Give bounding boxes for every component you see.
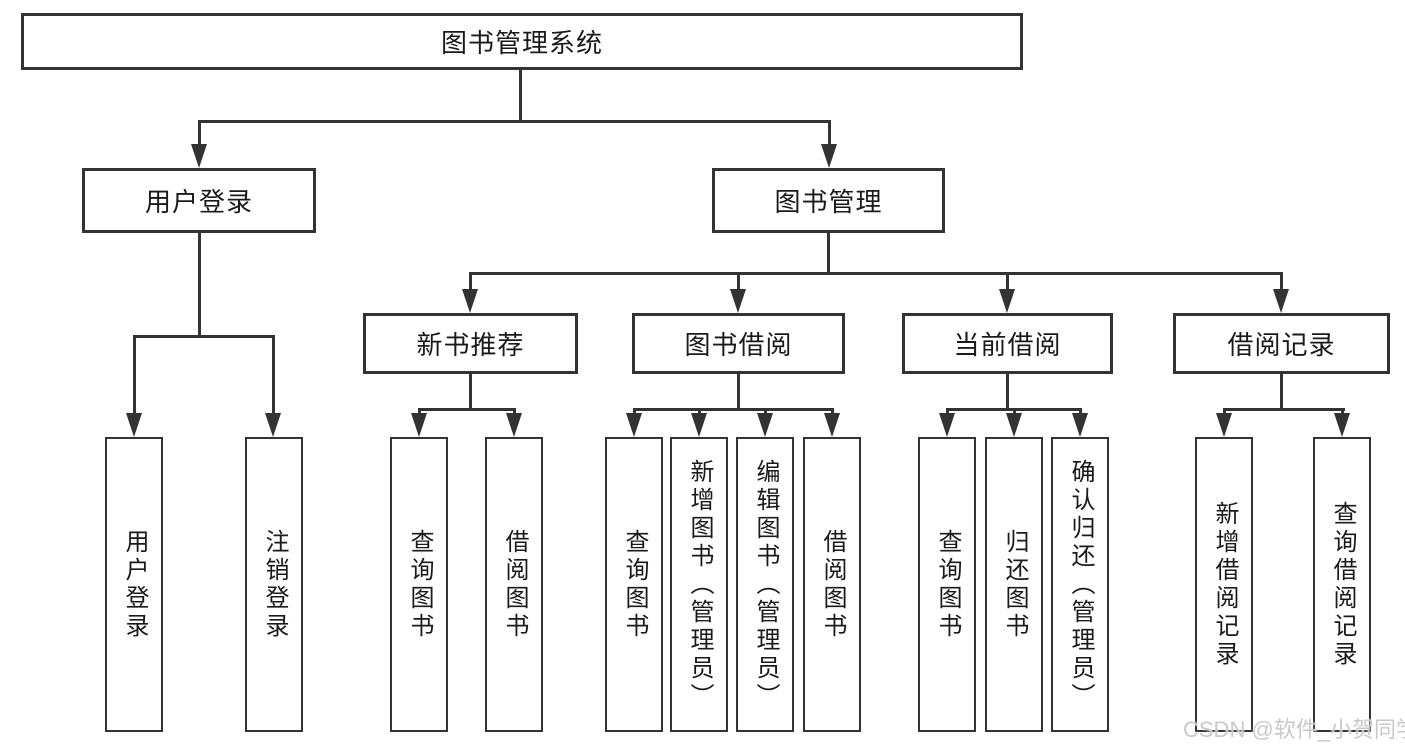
connector-line <box>1078 408 1082 415</box>
arrowhead-down-icon <box>730 289 746 313</box>
connector-line <box>417 408 421 415</box>
connector-line <box>132 335 275 338</box>
leaf-return-books: 归还图书 <box>985 437 1043 732</box>
arrowhead-down-icon <box>462 289 478 313</box>
connector-line <box>271 335 275 415</box>
node-new-book-recommend: 新书推荐 <box>363 313 578 374</box>
node-current-borrowing: 当前借阅 <box>902 313 1113 374</box>
watermark: CSDN @软件_小贺同学 <box>1183 717 1405 742</box>
connector-line <box>763 408 767 415</box>
arrowhead-down-icon <box>1006 413 1022 437</box>
leaf-add-borrow-record: 新增借阅记录 <box>1195 437 1253 732</box>
arrowhead-down-icon <box>1072 413 1088 437</box>
connector-line <box>830 408 834 415</box>
connector-line <box>468 272 472 291</box>
arrowhead-down-icon <box>411 413 427 437</box>
connector-line <box>468 374 472 411</box>
arrowhead-down-icon <box>1216 413 1232 437</box>
connector-line <box>1012 408 1016 415</box>
leaf-edit-books-admin: 编辑图书（管理员） <box>736 437 794 732</box>
connector-line <box>1005 374 1009 411</box>
connector-line <box>512 408 516 415</box>
arrowhead-down-icon <box>126 413 142 437</box>
arrowhead-down-icon <box>191 144 207 168</box>
connector-line <box>417 408 516 411</box>
connector-line <box>632 408 834 411</box>
node-user-login: 用户登录 <box>82 168 316 233</box>
node-borrow-records: 借阅记录 <box>1173 313 1390 374</box>
leaf-query-books: 查询图书 <box>918 437 976 732</box>
connector-line <box>1222 408 1345 411</box>
node-book-borrowing: 图书借阅 <box>632 313 845 374</box>
leaf-query-books: 查询图书 <box>605 437 663 732</box>
arrowhead-down-icon <box>939 413 955 437</box>
connector-line <box>632 408 636 415</box>
leaf-borrow-books: 借阅图书 <box>803 437 861 732</box>
connector-line <box>945 408 949 415</box>
connector-line <box>827 233 830 275</box>
connector-line <box>736 374 740 411</box>
connector-line <box>1341 408 1344 415</box>
arrowhead-down-icon <box>626 413 642 437</box>
connector-line <box>697 408 701 415</box>
connector-line <box>736 272 740 291</box>
arrowhead-down-icon <box>824 413 840 437</box>
arrowhead-down-icon <box>265 413 281 437</box>
connector-line <box>518 70 522 122</box>
connector-line <box>197 233 201 338</box>
arrowhead-down-icon <box>1273 289 1289 313</box>
leaf-add-books-admin: 新增图书（管理员） <box>670 437 728 732</box>
connector-line <box>1279 374 1283 411</box>
leaf-user-login: 用户登录 <box>105 437 163 732</box>
leaf-borrow-books: 借阅图书 <box>485 437 543 732</box>
connector-line <box>1279 272 1283 291</box>
arrowhead-down-icon <box>1334 413 1350 437</box>
connector-line <box>132 335 136 415</box>
connector-line <box>827 120 831 146</box>
arrowhead-down-icon <box>757 413 773 437</box>
node-book-management: 图书管理 <box>712 168 945 233</box>
leaf-query-books: 查询图书 <box>390 437 448 732</box>
connector-line <box>1005 272 1009 291</box>
node-root: 图书管理系统 <box>21 13 1023 70</box>
arrowhead-down-icon <box>506 413 522 437</box>
connector-line <box>197 120 831 123</box>
arrowhead-down-icon <box>821 144 837 168</box>
connector-line <box>468 272 1283 275</box>
leaf-query-borrow-record: 查询借阅记录 <box>1313 437 1371 732</box>
leaf-logout: 注销登录 <box>245 437 303 732</box>
connector-line <box>1222 408 1226 415</box>
connector-line <box>197 120 201 146</box>
arrowhead-down-icon <box>691 413 707 437</box>
leaf-confirm-return-admin: 确认归还（管理员） <box>1051 437 1109 732</box>
arrowhead-down-icon <box>999 289 1015 313</box>
